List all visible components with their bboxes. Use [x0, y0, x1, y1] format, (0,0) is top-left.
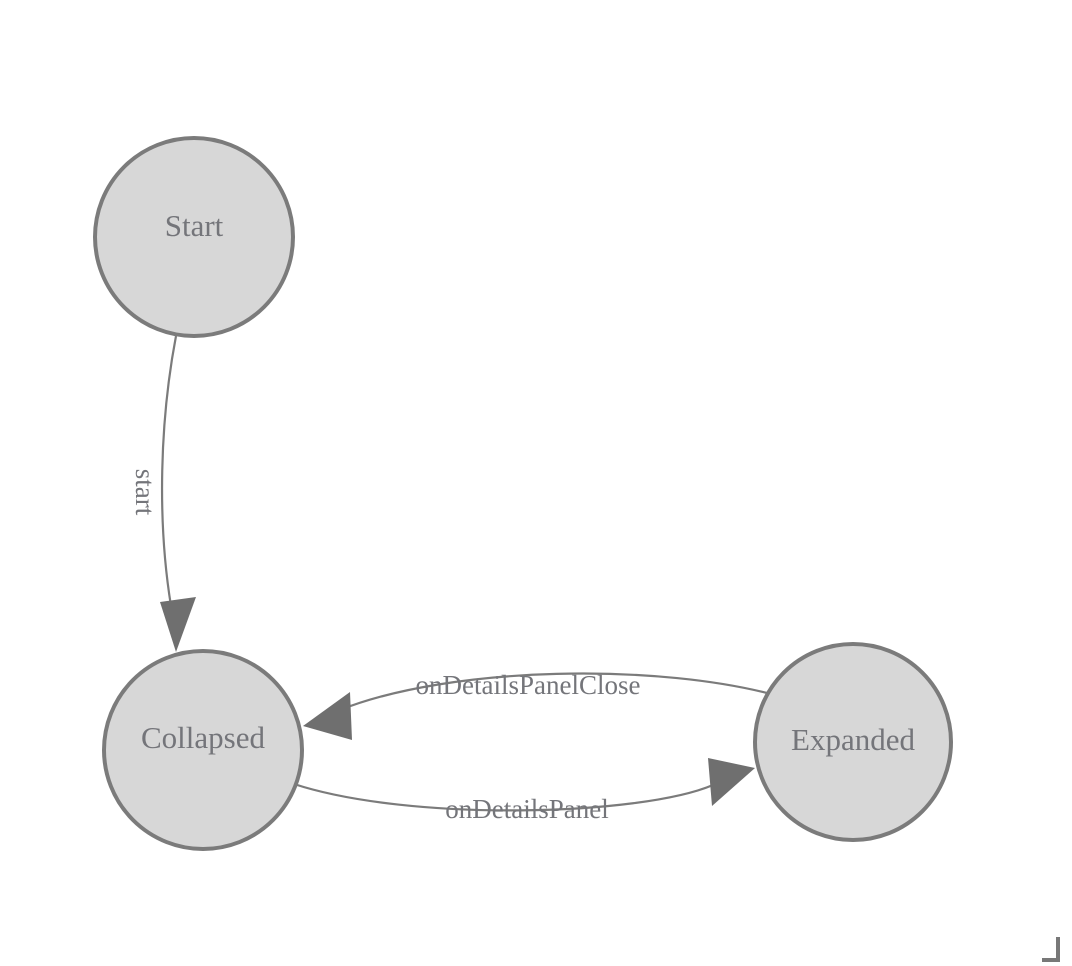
edge-label-on-details-panel-close: onDetailsPanelClose	[416, 670, 641, 700]
node-collapsed-label: Collapsed	[141, 720, 265, 755]
scroll-corner-vertical-bar	[1056, 937, 1060, 962]
edge-start-to-collapsed-path	[160, 335, 178, 607]
scroll-corner-horizontal-bar	[1042, 958, 1060, 962]
scroll-corner-marker	[1042, 937, 1060, 962]
node-start-label: Start	[165, 208, 224, 243]
edge-collapsed-to-expanded-arrowhead	[708, 758, 755, 806]
node-start[interactable]: Start	[93, 136, 295, 338]
node-expanded-label: Expanded	[791, 722, 915, 757]
edge-expanded-to-collapsed-path	[339, 672, 783, 712]
edge-expanded-to-collapsed-arrowhead	[303, 692, 352, 740]
edge-collapsed-to-expanded-path	[293, 782, 714, 812]
node-expanded[interactable]: Expanded	[753, 642, 953, 842]
node-collapsed-circle	[102, 649, 304, 851]
node-start-circle	[93, 136, 295, 338]
edge-label-start: start	[130, 469, 160, 516]
edge-start-to-collapsed-arrowhead	[160, 597, 196, 652]
edge-label-on-details-panel: onDetailsPanel	[445, 794, 608, 824]
node-expanded-circle	[753, 642, 953, 842]
edge-start-to-collapsed[interactable]	[160, 335, 196, 652]
edge-expanded-to-collapsed[interactable]	[303, 672, 783, 740]
edge-collapsed-to-expanded[interactable]	[293, 758, 755, 812]
node-collapsed[interactable]: Collapsed	[102, 649, 304, 851]
